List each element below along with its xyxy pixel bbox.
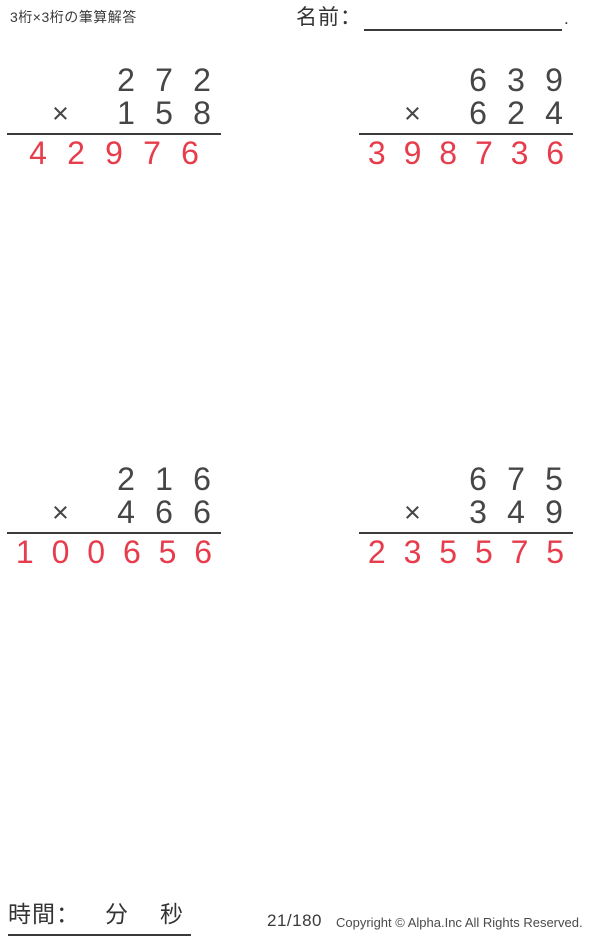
- page-title: 3桁×3桁の筆算解答: [10, 9, 137, 25]
- digit: 5: [474, 534, 493, 570]
- digit: 3: [367, 135, 386, 171]
- digit: 1: [155, 461, 173, 497]
- digit: 6: [546, 135, 565, 171]
- page-number: 21/180: [267, 911, 322, 930]
- equals-line: [359, 133, 573, 135]
- digit: 0: [51, 534, 70, 570]
- digit: 5: [439, 534, 458, 570]
- digit: 6: [469, 461, 487, 497]
- time-label: 時間：: [8, 901, 80, 927]
- digit: 3: [507, 62, 525, 98]
- name-label: 名前：: [296, 6, 362, 29]
- minutes-label: 分: [105, 901, 129, 927]
- digit: 7: [143, 135, 161, 171]
- digit: 3: [510, 135, 529, 171]
- digit: 6: [194, 534, 213, 570]
- digit: 7: [510, 534, 529, 570]
- digit: 6: [469, 62, 487, 98]
- seconds-label: 秒: [160, 901, 184, 927]
- digit: 6: [155, 494, 173, 530]
- digit: 7: [474, 135, 493, 171]
- digit: 5: [546, 534, 565, 570]
- digit: 4: [29, 135, 47, 171]
- digit: 8: [439, 135, 458, 171]
- name-field: 名前： .: [296, 5, 569, 31]
- name-blank-line: [364, 5, 562, 31]
- digit: 2: [117, 461, 135, 497]
- digit: 9: [403, 135, 422, 171]
- digit: 5: [545, 461, 563, 497]
- digit: 7: [155, 62, 173, 98]
- digit: 5: [155, 95, 173, 131]
- copyright: Copyright © Alpha.Inc All Rights Reserve…: [336, 915, 583, 930]
- multiply-icon: ×: [404, 98, 421, 130]
- digit: 2: [193, 62, 211, 98]
- multiply-icon: ×: [404, 497, 421, 529]
- digit: 5: [158, 534, 177, 570]
- digit: 2: [367, 534, 386, 570]
- digit: 7: [507, 461, 525, 497]
- digit: 3: [469, 494, 487, 530]
- equals-line: [359, 532, 573, 534]
- name-line-period: .: [564, 9, 569, 28]
- digit: 6: [122, 534, 141, 570]
- digit: 4: [117, 494, 135, 530]
- multiply-icon: ×: [52, 98, 69, 130]
- digit: 1: [15, 534, 34, 570]
- digit: 2: [67, 135, 85, 171]
- digit: 4: [545, 95, 563, 131]
- digit: 9: [545, 494, 563, 530]
- digit: 6: [181, 135, 199, 171]
- digit: 8: [193, 95, 211, 131]
- digit: 4: [507, 494, 525, 530]
- digit: 2: [507, 95, 525, 131]
- multiply-icon: ×: [52, 497, 69, 529]
- equals-line: [7, 532, 221, 534]
- digit: 1: [117, 95, 135, 131]
- digit: 2: [117, 62, 135, 98]
- digit: 6: [193, 461, 211, 497]
- digit: 6: [469, 95, 487, 131]
- digit: 0: [87, 534, 106, 570]
- time-field: 時間： 分 秒: [8, 895, 191, 936]
- digit: 6: [193, 494, 211, 530]
- equals-line: [7, 133, 221, 135]
- digit: 9: [545, 62, 563, 98]
- digit: 9: [105, 135, 123, 171]
- digit: 3: [403, 534, 422, 570]
